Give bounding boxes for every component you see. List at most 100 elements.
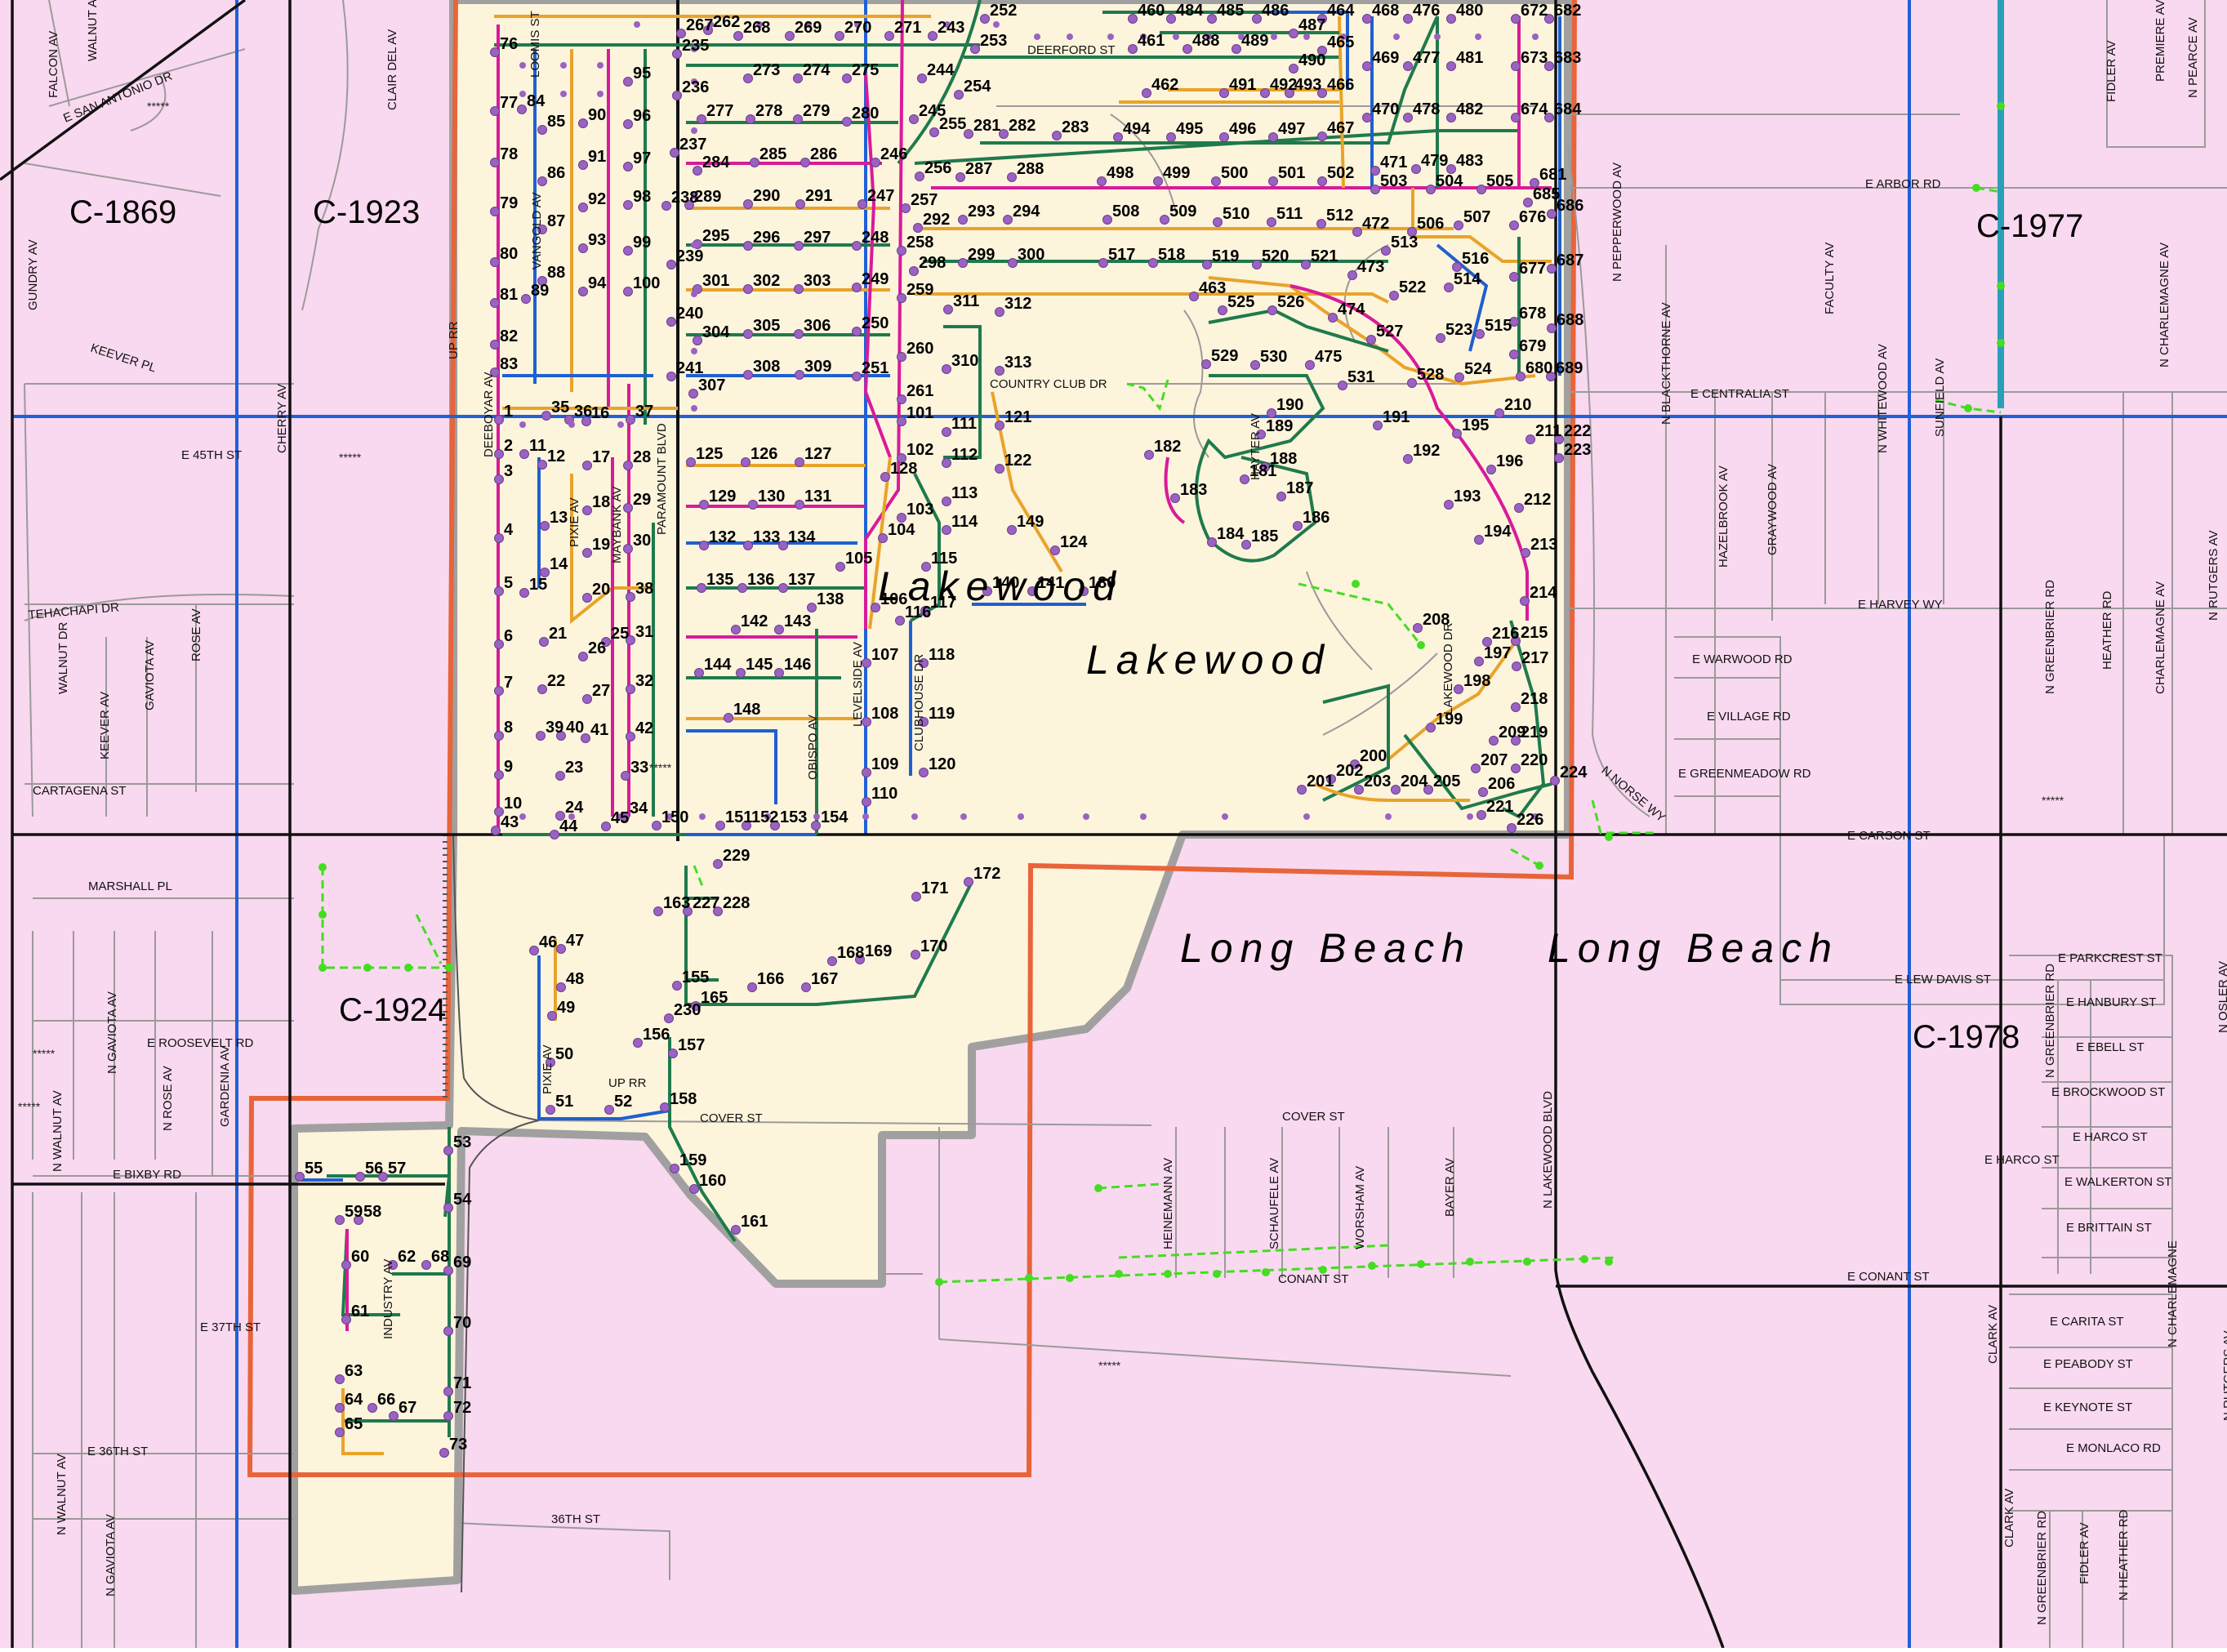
proposed-point [1997, 339, 2005, 347]
node-marker [529, 946, 539, 955]
street-label: N CHARLEMAGNE [2166, 1240, 2180, 1347]
street-label: PREMIERE AV [2154, 0, 2167, 82]
node-marker-small [805, 21, 812, 28]
node-marker [897, 293, 906, 303]
node-label: 166 [757, 970, 784, 988]
node-marker [1317, 131, 1327, 141]
node-marker [443, 1203, 453, 1213]
node-marker [1509, 317, 1519, 327]
node-label: 138 [817, 590, 844, 608]
proposed-line [938, 1256, 1618, 1284]
street-label: E PARKCREST ST [2058, 951, 2162, 965]
node-marker [901, 203, 911, 213]
node-marker [1008, 258, 1018, 268]
svg-text:*****: ***** [649, 761, 672, 774]
node-label: 159 [679, 1151, 706, 1169]
node-marker [897, 513, 906, 523]
node-label: 241 [676, 359, 703, 377]
node-label: 40 [566, 719, 584, 737]
node-label: 501 [1278, 164, 1305, 182]
node-label: 678 [1519, 305, 1546, 323]
node-label: 105 [845, 550, 872, 568]
node-marker [982, 586, 992, 596]
node-label: 293 [968, 203, 995, 220]
city-label-longbeach-1: Long Beach [1180, 925, 1472, 971]
node-label: 38 [635, 580, 653, 598]
node-marker [1260, 88, 1270, 98]
node-marker [666, 372, 676, 381]
street-label: N LAKEWOOD BLVD [1541, 1091, 1555, 1209]
node-label: 240 [676, 305, 703, 323]
node-label: 303 [804, 272, 831, 290]
node-marker [1153, 176, 1163, 186]
node-marker [1285, 88, 1294, 98]
node-marker [633, 1038, 643, 1048]
node-label: 191 [1383, 408, 1410, 426]
node-marker [295, 1172, 305, 1182]
node-label: 111 [951, 415, 977, 433]
node-label: 310 [951, 352, 978, 370]
node-marker [1494, 408, 1504, 418]
node-label: 287 [965, 160, 992, 178]
node-label: 483 [1456, 152, 1483, 170]
street-label: GRAYWOOD AV [1766, 464, 1779, 555]
svg-text:*****: ***** [2042, 794, 2064, 807]
node-marker [715, 821, 725, 830]
node-label: 284 [702, 154, 730, 171]
node-label: 305 [753, 317, 780, 335]
node-label: 525 [1227, 293, 1254, 311]
node-marker [490, 367, 500, 377]
street-label: E VILLAGE RD [1707, 710, 1791, 724]
street-label: DEEBOYAR AV [482, 372, 496, 457]
node-label: 88 [547, 264, 565, 282]
node-marker [737, 583, 747, 593]
node-marker [1347, 270, 1357, 280]
node-label: 89 [531, 282, 549, 300]
node-marker [490, 298, 500, 308]
node-marker [880, 472, 890, 482]
node-label: 183 [1180, 481, 1207, 499]
node-label: 249 [862, 270, 889, 288]
node-label: 190 [1276, 396, 1303, 414]
node-label: 160 [699, 1172, 726, 1190]
node-label: 308 [753, 358, 780, 376]
node-marker [920, 606, 930, 616]
street-label: HAYTER AV [1249, 413, 1263, 480]
node-label: 56 [365, 1160, 383, 1178]
map-sheet-ids: C-1869 C-1923 C-1924 C-1977 C-1978 [69, 194, 2083, 1055]
node-label: 519 [1212, 247, 1239, 265]
node-marker [623, 77, 633, 87]
node-marker [807, 603, 817, 612]
node-marker [582, 593, 592, 603]
node-marker [1511, 702, 1521, 712]
node-marker-small [764, 813, 771, 820]
node-marker [335, 1215, 345, 1225]
node-label: 98 [633, 188, 651, 206]
node-label: 84 [527, 92, 546, 110]
street-label: E 37TH ST [200, 1320, 261, 1334]
node-marker [670, 1164, 679, 1173]
street-label: UP RR [447, 321, 461, 359]
node-label: 18 [592, 493, 610, 511]
street-label: E EBELL ST [2076, 1040, 2145, 1054]
street-label: N GAVIOTA AV [105, 991, 119, 1074]
node-marker [490, 158, 500, 167]
node-marker [604, 1105, 614, 1115]
node-marker [689, 1184, 699, 1194]
node-marker [660, 1102, 670, 1112]
node-label: 208 [1423, 611, 1450, 629]
node-label: 476 [1413, 2, 1440, 20]
node-label: 180 [1089, 574, 1116, 592]
node-marker [490, 257, 500, 267]
node-marker [929, 127, 939, 137]
proposed-line [1098, 1182, 1160, 1190]
node-marker [1474, 657, 1484, 666]
node-marker [1148, 258, 1158, 268]
node-label: 103 [906, 501, 933, 519]
node-label: 499 [1163, 164, 1190, 182]
node-marker [736, 668, 746, 678]
street-label: E HARCO ST [1984, 1153, 2060, 1167]
node-marker [852, 327, 862, 336]
node-label: 14 [550, 555, 568, 573]
